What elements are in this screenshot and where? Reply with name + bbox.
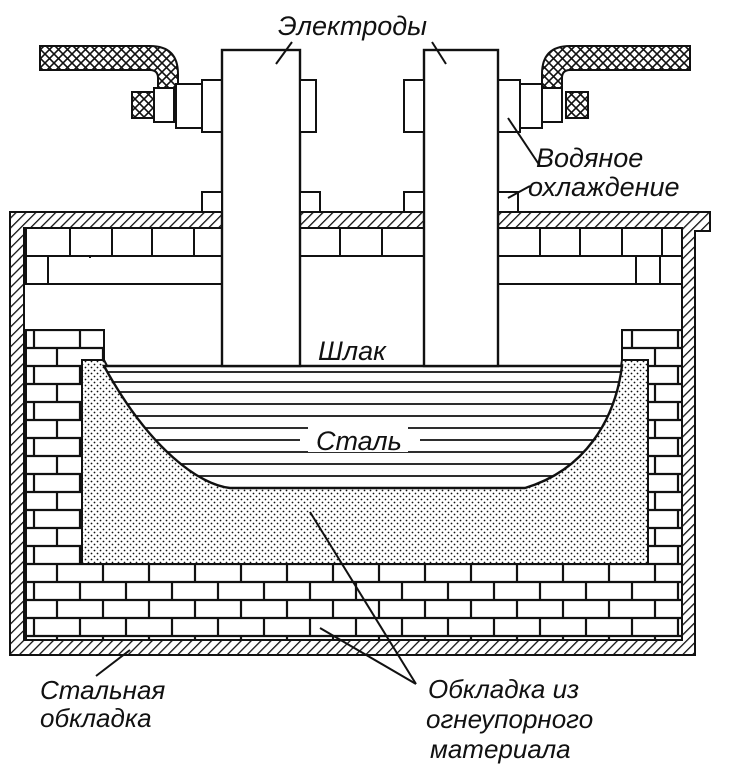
left-cable [39,45,225,133]
leader-refractory-2 [319,627,417,685]
label-electrodes: Электроды [278,11,427,41]
label-refractory-2: огнеупорного [426,704,593,734]
label-steel: Сталь [316,426,402,456]
label-water-cooling-1: Водяное [536,143,643,173]
leader-steel-lining [95,649,131,677]
label-refractory-1: Обкладка из [428,674,579,704]
leader-lines [95,41,541,685]
steel-bath [101,364,624,490]
leader-electrode-right [431,41,447,65]
leader-electrode-left [275,41,293,65]
right-cable [497,45,691,133]
leader-water-cooling-bottom [507,185,531,199]
leader-water-cooling-top [507,117,541,167]
bottom-bricks [25,563,683,641]
label-steel-lining-2: обкладка [40,703,152,733]
left-electrode [201,48,321,368]
leader-refractory-1 [309,511,417,685]
label-steel-lining-1: Стальная [40,675,165,705]
right-electrode [403,48,519,368]
label-water-cooling-2: охлаждение [528,172,680,202]
label-slag: Шлак [318,336,387,366]
roof-brickwork [25,227,683,286]
label-refractory-3: материала [430,734,571,764]
